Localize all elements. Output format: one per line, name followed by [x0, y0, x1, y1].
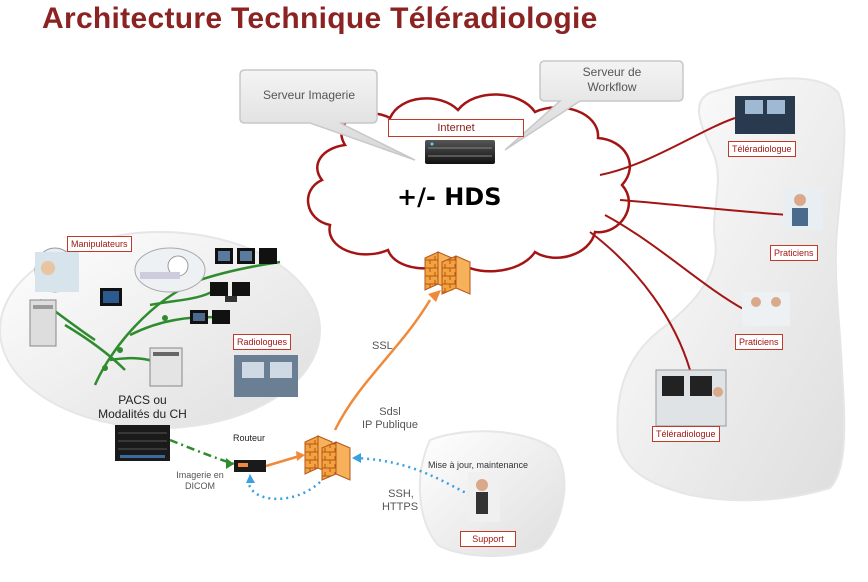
link-teleradiologue-2 [589, 231, 691, 371]
link-teleradiologue-1 [599, 117, 736, 176]
link-firewall-cloud-ssl [333, 299, 432, 431]
workstation-icon-2 [210, 282, 250, 302]
internet-cloud [306, 93, 632, 273]
cloud-hds-text: +/- HDS [397, 183, 502, 211]
support-photo [468, 472, 500, 522]
arrow-router-firewall-head [296, 451, 305, 461]
arrow-ssl-head [428, 290, 441, 302]
firewall-icon-lower [304, 435, 351, 481]
teleradiologue-label-2: Téléradiologue [652, 426, 720, 442]
pacs-line2: Modalités du CH [98, 407, 187, 421]
ct-scanner-icon [134, 247, 206, 293]
teleradiologue-label-1: Téléradiologue [728, 141, 796, 157]
praticiens-photo-2 [742, 292, 790, 326]
link-pacs-router-dicom [169, 438, 235, 466]
routeur-text: Routeur [233, 433, 266, 443]
pacs-server-icon [115, 425, 170, 461]
praticiens-photo-1 [783, 188, 823, 230]
firewall-icon-upper [424, 251, 471, 295]
workstation-icon-4 [100, 288, 122, 306]
workstation-icon-1 [215, 248, 277, 264]
manipulateurs-photo [35, 252, 79, 292]
support-label: Support [460, 531, 516, 547]
ssh-line2: HTTPS [381, 501, 419, 513]
link-firewall-pacs-blue [247, 474, 321, 501]
praticiens-label-1: Praticiens [770, 245, 818, 261]
sdsl-line2: IP Publique [361, 419, 419, 431]
imagerie-dicom-line1: Imagerie en [176, 470, 224, 480]
printer-icon-1 [29, 299, 57, 347]
manipulateurs-label: Manipulateurs [67, 236, 132, 252]
internet-label: Internet [388, 119, 524, 137]
pacs-line1: PACS ou [118, 393, 167, 407]
link-praticiens-1 [619, 199, 791, 216]
radiologues-label: Radiologues [233, 334, 292, 350]
printer-icon-2 [149, 347, 183, 387]
router-icon [234, 460, 266, 472]
teleradiologue-photo-2 [655, 369, 727, 427]
page-title: Architecture Technique Téléradiologie [42, 2, 598, 35]
bubble-workflow-line1: Serveur de [582, 65, 642, 79]
ssh-line1: SSH, [388, 488, 414, 500]
arrow-support-head [352, 453, 361, 463]
support-maintenance-text: Mise à jour, maintenance [428, 460, 529, 470]
arrow-dicom-head [226, 458, 234, 469]
imagerie-dicom-line2: DICOM [185, 481, 215, 491]
link-praticiens-2 [604, 214, 746, 311]
cloud-server-icon [425, 140, 495, 164]
sdsl-line1: Sdsl [379, 406, 401, 418]
bubble-imagerie [239, 69, 416, 161]
praticiens-label-2: Praticiens [735, 334, 783, 350]
arrow-blue-return-head [246, 474, 255, 483]
workstation-icon-3 [190, 310, 230, 324]
bubble-workflow [504, 60, 684, 151]
ssl-text: SSL [372, 340, 393, 352]
bubble-imagerie-text: Serveur Imagerie [262, 88, 356, 102]
radiologues-photo [234, 355, 298, 397]
teleradiologue-photo-1 [735, 96, 795, 134]
bubble-workflow-line2: Workflow [587, 80, 637, 94]
